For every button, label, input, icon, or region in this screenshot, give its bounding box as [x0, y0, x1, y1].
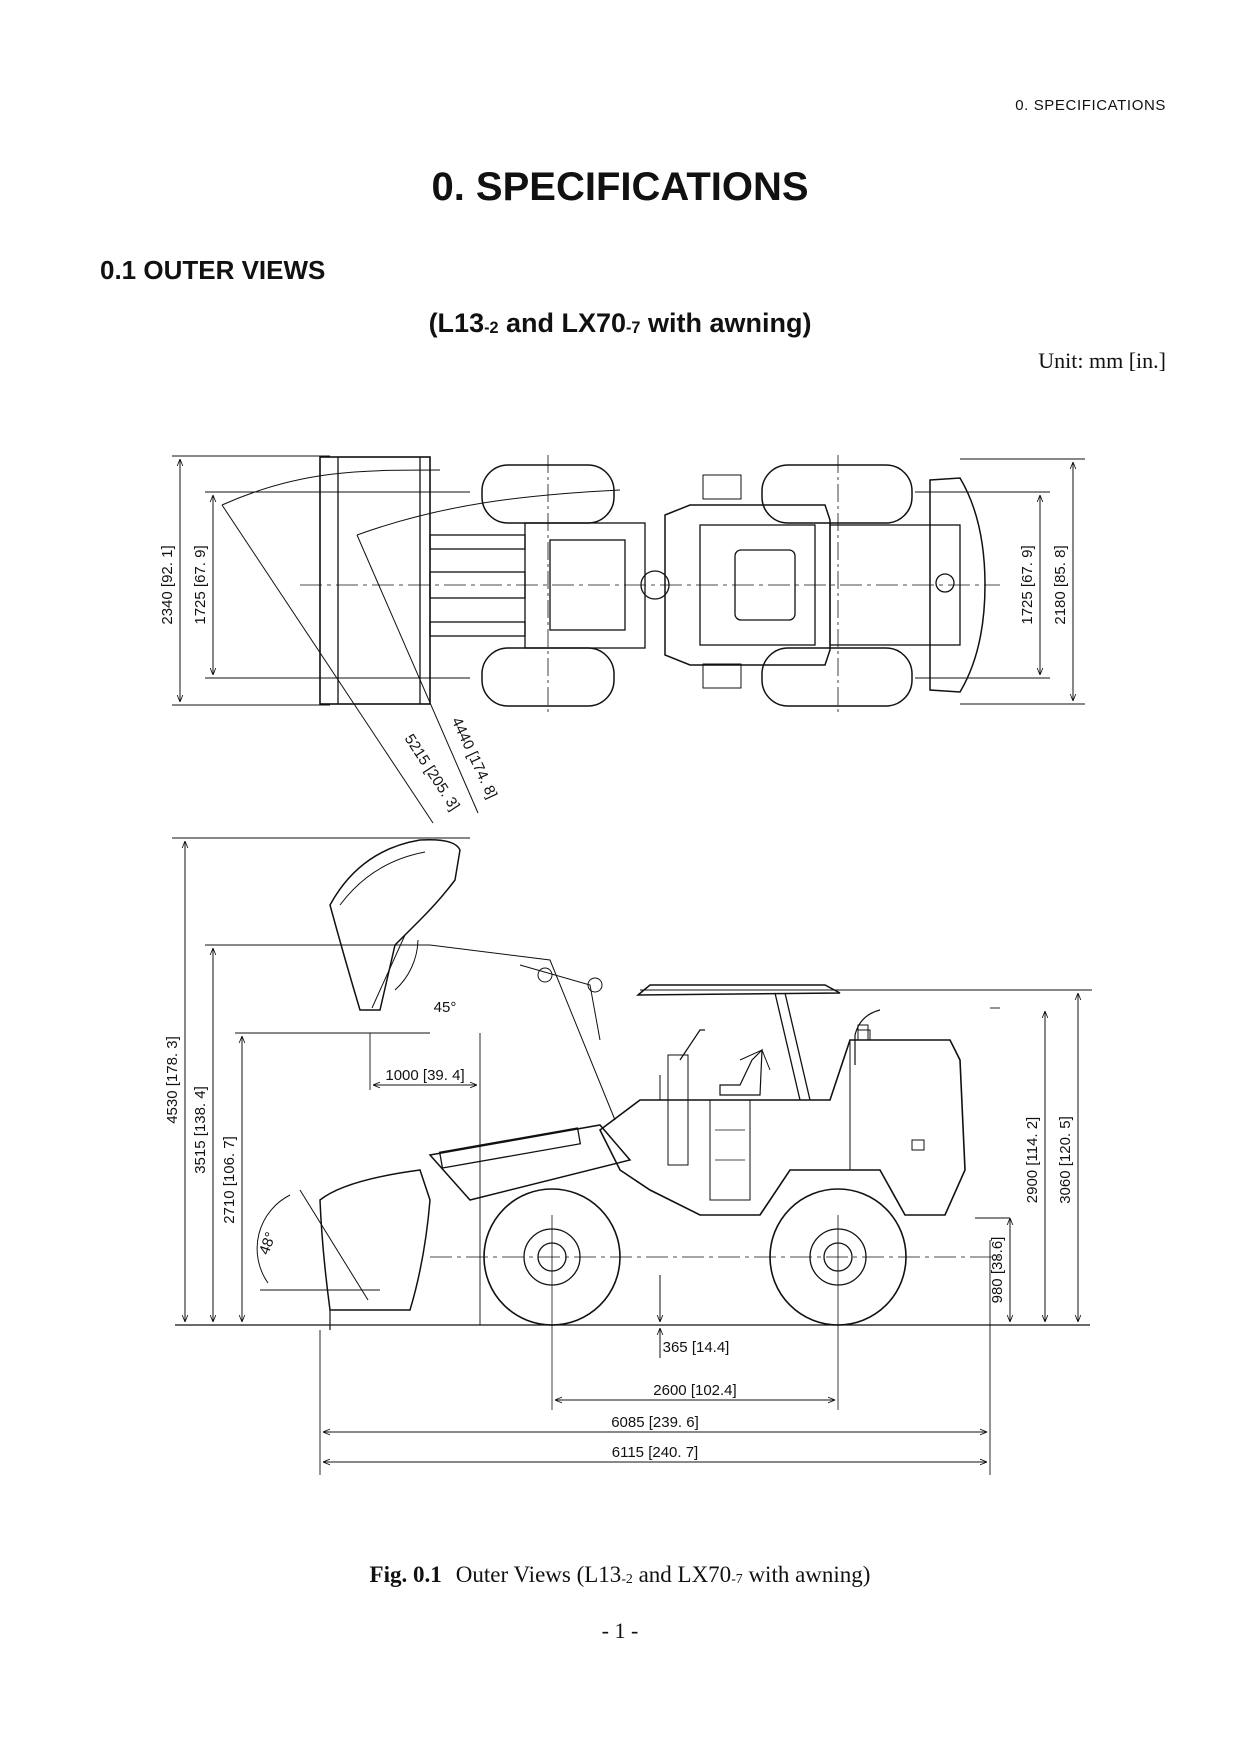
- dim-label: 5215 [205. 3]: [401, 731, 463, 814]
- dim-label: 1000 [39. 4]: [385, 1067, 464, 1084]
- dim-label: 1725 [67. 9]: [1019, 545, 1036, 624]
- dim-label: 365 [14.4]: [663, 1339, 730, 1356]
- angle-label: 45°: [434, 999, 457, 1016]
- dim-label: 2710 [106. 7]: [221, 1136, 238, 1224]
- dim-label: 4440 [174. 8]: [448, 715, 500, 802]
- dim-label: 4530 [178. 3]: [164, 1036, 181, 1124]
- page-number: - 1 -: [601, 1618, 639, 1643]
- dim-label: 3060 [120. 5]: [1057, 1116, 1074, 1204]
- dim-label: 6085 [239. 6]: [611, 1414, 699, 1431]
- figure-subtitle-sub: -2: [484, 318, 499, 337]
- dim-label: 3515 [138. 4]: [192, 1086, 209, 1174]
- figure-caption: Fig. 0.1 Outer Views (L13-2 and LX70-7 wi…: [0, 1562, 1240, 1588]
- figure-caption-text: Outer Views (L13: [455, 1562, 622, 1587]
- figure-caption-text: with awning): [742, 1562, 871, 1587]
- dim-label: 2900 [114. 2]: [1024, 1117, 1041, 1203]
- dim-label: 2180 [85. 8]: [1052, 545, 1069, 624]
- dim-label: 2340 [92. 1]: [159, 545, 176, 624]
- figure-subtitle-part: and LX70: [498, 308, 627, 338]
- figure-subtitle-sub: -7: [626, 318, 641, 337]
- figure-subtitle: (L13-2 and LX70-7 with awning): [0, 308, 1240, 339]
- figure-caption-text: and LX70: [632, 1562, 732, 1587]
- figure-caption-label: Fig. 0.1: [369, 1562, 442, 1587]
- section-title: 0.1 OUTER VIEWS: [100, 255, 326, 285]
- dim-label: 2600 [102.4]: [653, 1382, 736, 1399]
- unit-note: Unit: mm [in.]: [1038, 348, 1166, 373]
- angle-label: 48°: [256, 1230, 280, 1257]
- figure-caption-sub: -7: [731, 1570, 743, 1586]
- figure-caption-sub: -2: [621, 1570, 633, 1586]
- figure-subtitle-part: with awning): [640, 308, 812, 338]
- side-view: [172, 837, 1092, 1475]
- dim-label: 1725 [67. 9]: [192, 545, 209, 624]
- figure-subtitle-part: (L13: [428, 308, 485, 338]
- dim-label: 980 [38.6]: [989, 1237, 1006, 1304]
- top-view: [172, 455, 1085, 824]
- running-header: 0. SPECIFICATIONS: [1015, 97, 1166, 114]
- page-title: 0. SPECIFICATIONS: [431, 165, 809, 209]
- dim-label: 6115 [240. 7]: [612, 1444, 698, 1461]
